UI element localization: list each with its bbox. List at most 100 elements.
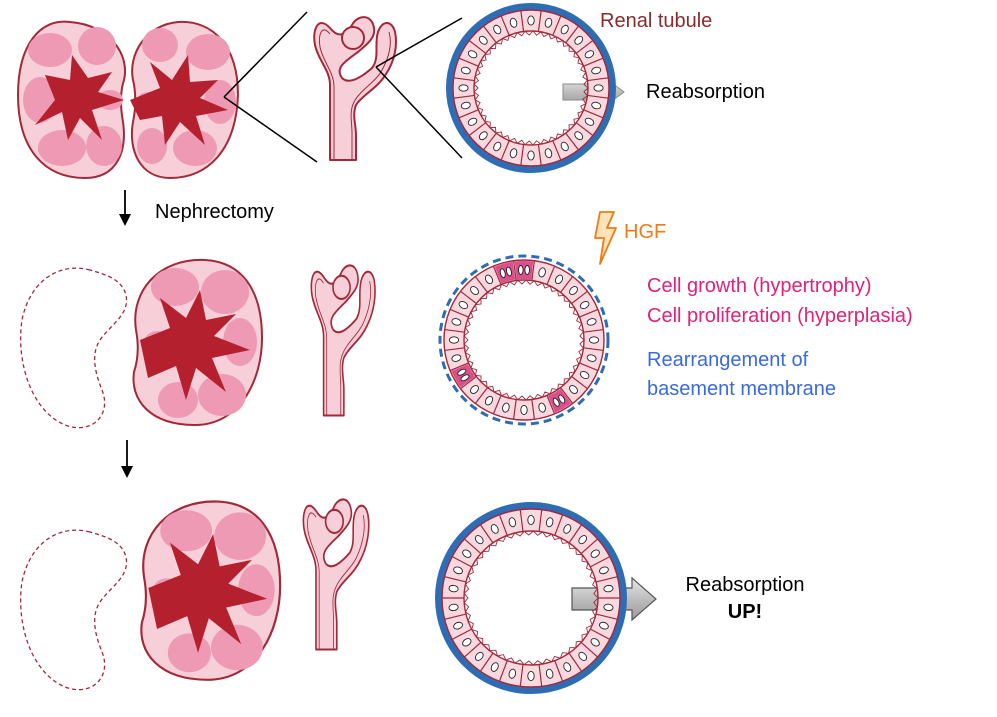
cell-nucleus bbox=[569, 385, 578, 394]
cell-nucleus bbox=[579, 370, 590, 380]
cell-wall bbox=[451, 556, 472, 568]
cell-wall bbox=[580, 538, 599, 555]
cell-nucleus bbox=[603, 584, 614, 593]
cell-wall bbox=[590, 628, 611, 640]
cell-wall bbox=[531, 399, 536, 420]
cell-wall bbox=[483, 25, 497, 44]
cell-nucleus bbox=[545, 668, 554, 679]
cell-wall bbox=[537, 144, 542, 166]
rearrangement-line1: Rearrangement of bbox=[647, 349, 809, 371]
cell-nucleus bbox=[586, 354, 597, 362]
cell-nucleus bbox=[579, 300, 590, 310]
cell-nucleus bbox=[558, 394, 566, 404]
cell-wall bbox=[583, 347, 604, 352]
cell-nucleus bbox=[490, 662, 499, 672]
nephron-tubule-row1 bbox=[313, 16, 397, 161]
cell-wall bbox=[479, 524, 494, 544]
tubule-cross-section-normal bbox=[446, 3, 616, 173]
cell-wall bbox=[537, 10, 542, 32]
cell-nucleus bbox=[518, 265, 524, 275]
cell-nucleus bbox=[590, 638, 600, 647]
renal-tubule-label: Renal tubule bbox=[600, 10, 713, 32]
basement-membrane bbox=[438, 254, 610, 426]
cell-wall bbox=[458, 109, 479, 119]
cell-growth-label: Cell growth (hypertrophy) bbox=[647, 275, 872, 297]
cell-wall bbox=[520, 144, 525, 166]
cell-nucleus bbox=[591, 101, 602, 110]
cell-nucleus bbox=[470, 286, 479, 295]
cell-wall bbox=[587, 77, 609, 82]
cell-proliferation-label: Cell proliferation (hyperplasia) bbox=[647, 305, 913, 327]
cell-wall bbox=[512, 260, 517, 281]
cell-wall bbox=[546, 395, 556, 415]
cell-wall bbox=[460, 376, 477, 390]
brush-border bbox=[463, 530, 599, 666]
cell-wall bbox=[519, 664, 524, 687]
cell-nucleus bbox=[554, 274, 564, 285]
cell-nucleus bbox=[493, 141, 502, 152]
cell-wall bbox=[444, 576, 467, 583]
kidney-left-row1 bbox=[17, 20, 127, 179]
basement-membrane bbox=[446, 3, 616, 173]
cell-wall bbox=[463, 641, 482, 658]
cell-wall bbox=[575, 122, 594, 136]
cell-wall bbox=[492, 265, 502, 285]
cell-nucleus bbox=[599, 566, 609, 575]
cell-nucleus bbox=[552, 397, 560, 407]
cell-nucleus bbox=[451, 318, 462, 326]
cell-nucleus bbox=[599, 621, 609, 630]
cell-nucleus bbox=[574, 131, 584, 141]
cell-nucleus bbox=[484, 274, 494, 285]
cell-wall bbox=[560, 387, 574, 404]
cell-nucleus bbox=[467, 50, 478, 59]
cell-wall bbox=[571, 290, 588, 304]
cell-nucleus bbox=[588, 336, 600, 344]
cell-nucleus bbox=[509, 148, 518, 159]
cell-wall bbox=[538, 509, 543, 532]
cell-wall bbox=[458, 57, 479, 67]
cell-layer-outer-edge bbox=[443, 259, 605, 421]
cell-wall bbox=[500, 15, 510, 36]
cell-wall bbox=[565, 25, 579, 44]
cell-nucleus bbox=[484, 395, 494, 406]
cell-nucleus bbox=[524, 265, 530, 275]
cell-nucleus bbox=[474, 535, 484, 545]
cell-wall bbox=[519, 509, 524, 532]
cell-nucleus bbox=[563, 662, 572, 672]
down-arrow-2 bbox=[121, 440, 133, 478]
cell-nucleus bbox=[453, 566, 463, 575]
cell-nucleus bbox=[460, 101, 471, 110]
cell-nucleus bbox=[590, 549, 600, 558]
cell-wall bbox=[444, 613, 467, 620]
cell-wall bbox=[560, 276, 574, 293]
cell-nucleus bbox=[460, 374, 470, 382]
reabsorption-up-label: Reabsorption UP! bbox=[670, 573, 820, 624]
cell-nucleus bbox=[544, 148, 553, 159]
cell-wall bbox=[575, 40, 594, 54]
rearrangement-line2: basement membrane bbox=[647, 378, 836, 400]
brush-border bbox=[473, 30, 589, 146]
cell-nucleus bbox=[460, 66, 471, 75]
cell-nucleus bbox=[499, 268, 506, 279]
cell-nucleus bbox=[584, 50, 595, 59]
cell-nucleus bbox=[493, 24, 502, 35]
cell-wall bbox=[492, 395, 502, 415]
cell-nucleus bbox=[527, 670, 535, 682]
cell-nucleus bbox=[509, 17, 518, 28]
cell-wall bbox=[565, 132, 579, 151]
dividing-cell bbox=[514, 261, 534, 280]
cell-wall bbox=[583, 109, 604, 119]
cell-nucleus bbox=[458, 84, 469, 92]
cell-wall bbox=[568, 652, 583, 672]
cell-nucleus bbox=[574, 35, 584, 45]
cell-wall bbox=[483, 132, 497, 151]
cell-nucleus bbox=[560, 141, 569, 152]
cell-wall bbox=[580, 641, 599, 658]
cell-wall bbox=[500, 140, 510, 161]
cell-wall bbox=[595, 613, 618, 620]
removed-kidney-outline-row2 bbox=[20, 267, 128, 429]
cell-nucleus bbox=[448, 336, 460, 344]
cell-nucleus bbox=[545, 517, 554, 528]
cell-nucleus bbox=[563, 524, 572, 534]
cell-nucleus bbox=[508, 668, 517, 679]
